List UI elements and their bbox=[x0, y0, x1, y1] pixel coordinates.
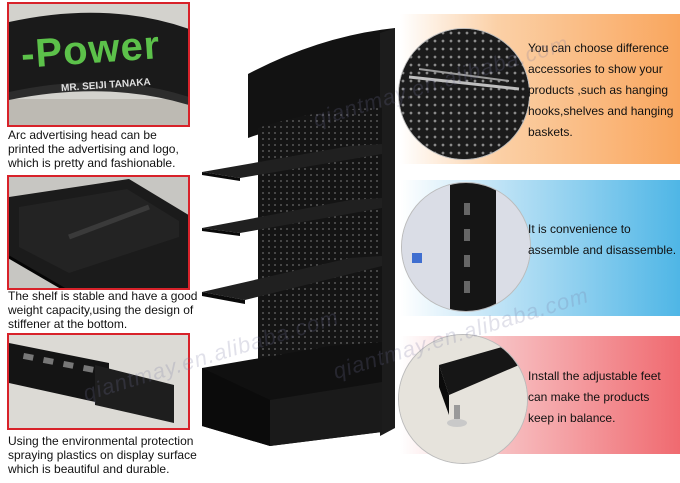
arc-head-caption: Arc advertising head can be printed the … bbox=[8, 128, 179, 170]
shelf-photo bbox=[7, 175, 190, 290]
upright-illustration bbox=[9, 335, 188, 428]
arc-head-illustration bbox=[9, 4, 188, 125]
coating-caption: Using the environmental protection spray… bbox=[8, 434, 197, 476]
shelf-illustration bbox=[9, 177, 188, 288]
display-rack-illustration bbox=[202, 28, 395, 446]
upright-photo bbox=[7, 333, 190, 430]
shelf-caption: The shelf is stable and have a good weig… bbox=[8, 289, 198, 331]
upright-slots-illustration bbox=[402, 183, 530, 311]
arc-head-photo: -Power MR. SEIJI TANAKA bbox=[7, 2, 190, 127]
pegboard-hooks-illustration bbox=[399, 29, 529, 159]
adjustable-foot-illustration bbox=[399, 335, 527, 463]
assembly-photo bbox=[401, 182, 531, 312]
assembly-caption: It is convenience to assemble and disass… bbox=[528, 222, 677, 257]
feet-caption: Install the adjustable feet can make the… bbox=[528, 369, 661, 425]
accessories-photo bbox=[398, 28, 530, 160]
accessories-caption: You can choose difference accessories to… bbox=[528, 41, 674, 139]
feet-photo bbox=[398, 334, 528, 464]
